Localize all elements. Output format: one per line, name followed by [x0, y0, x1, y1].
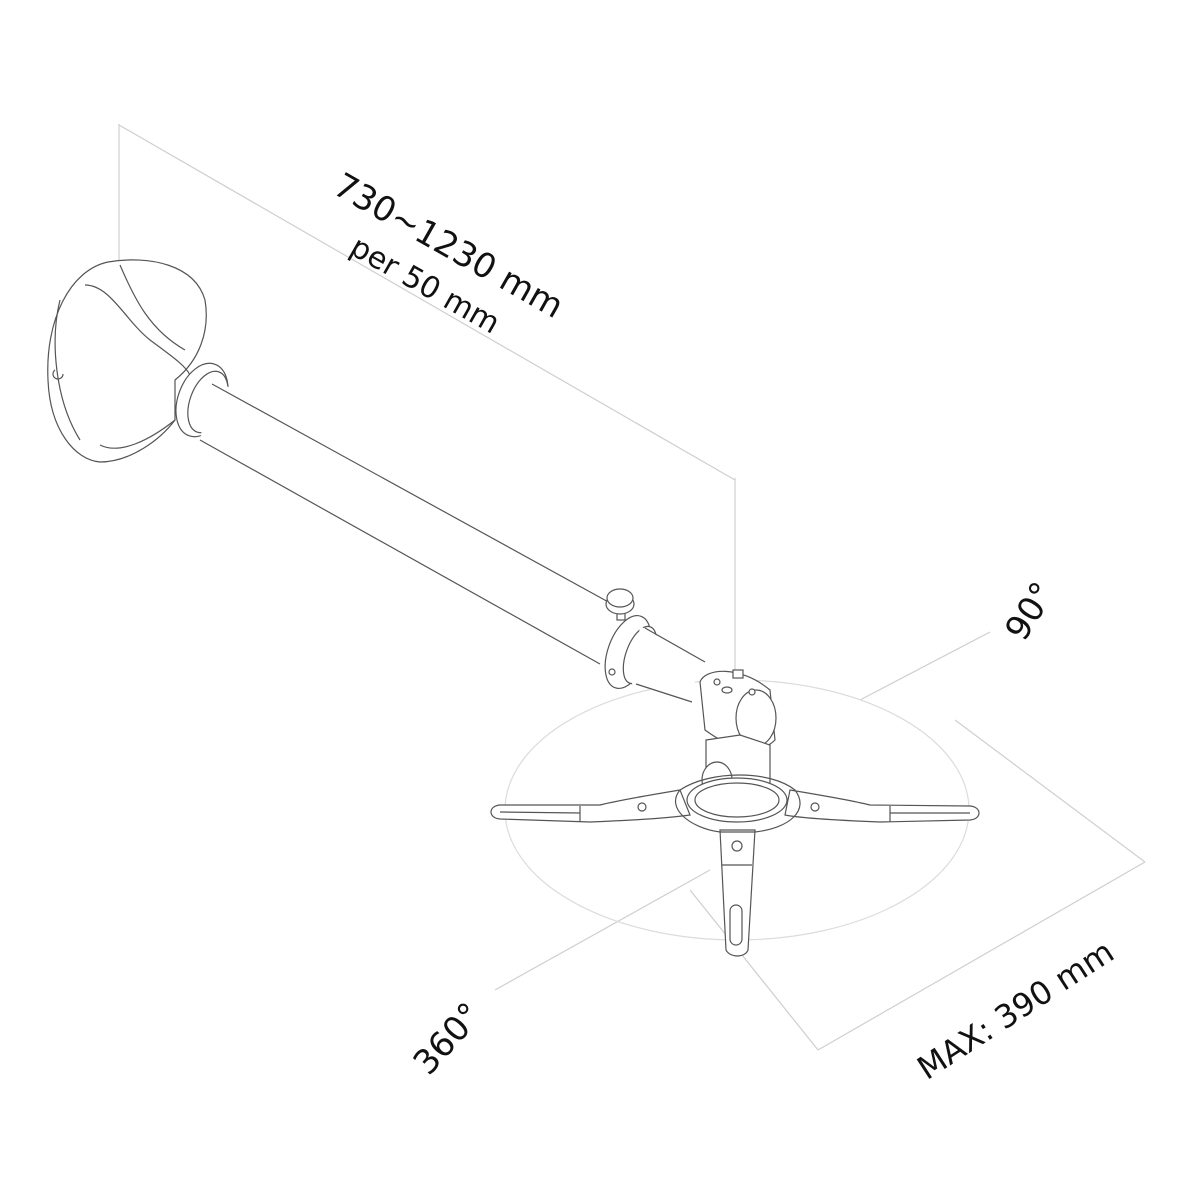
tilt-joint [699, 669, 777, 750]
extension-pole [199, 378, 613, 665]
height-adjust-clamp [604, 615, 706, 703]
locking-knob [605, 588, 635, 621]
mounting-arms [490, 774, 980, 957]
dimension-lines [118, 124, 1146, 1051]
ceiling-plate [47, 259, 207, 463]
swivel-bracket [686, 734, 788, 823]
